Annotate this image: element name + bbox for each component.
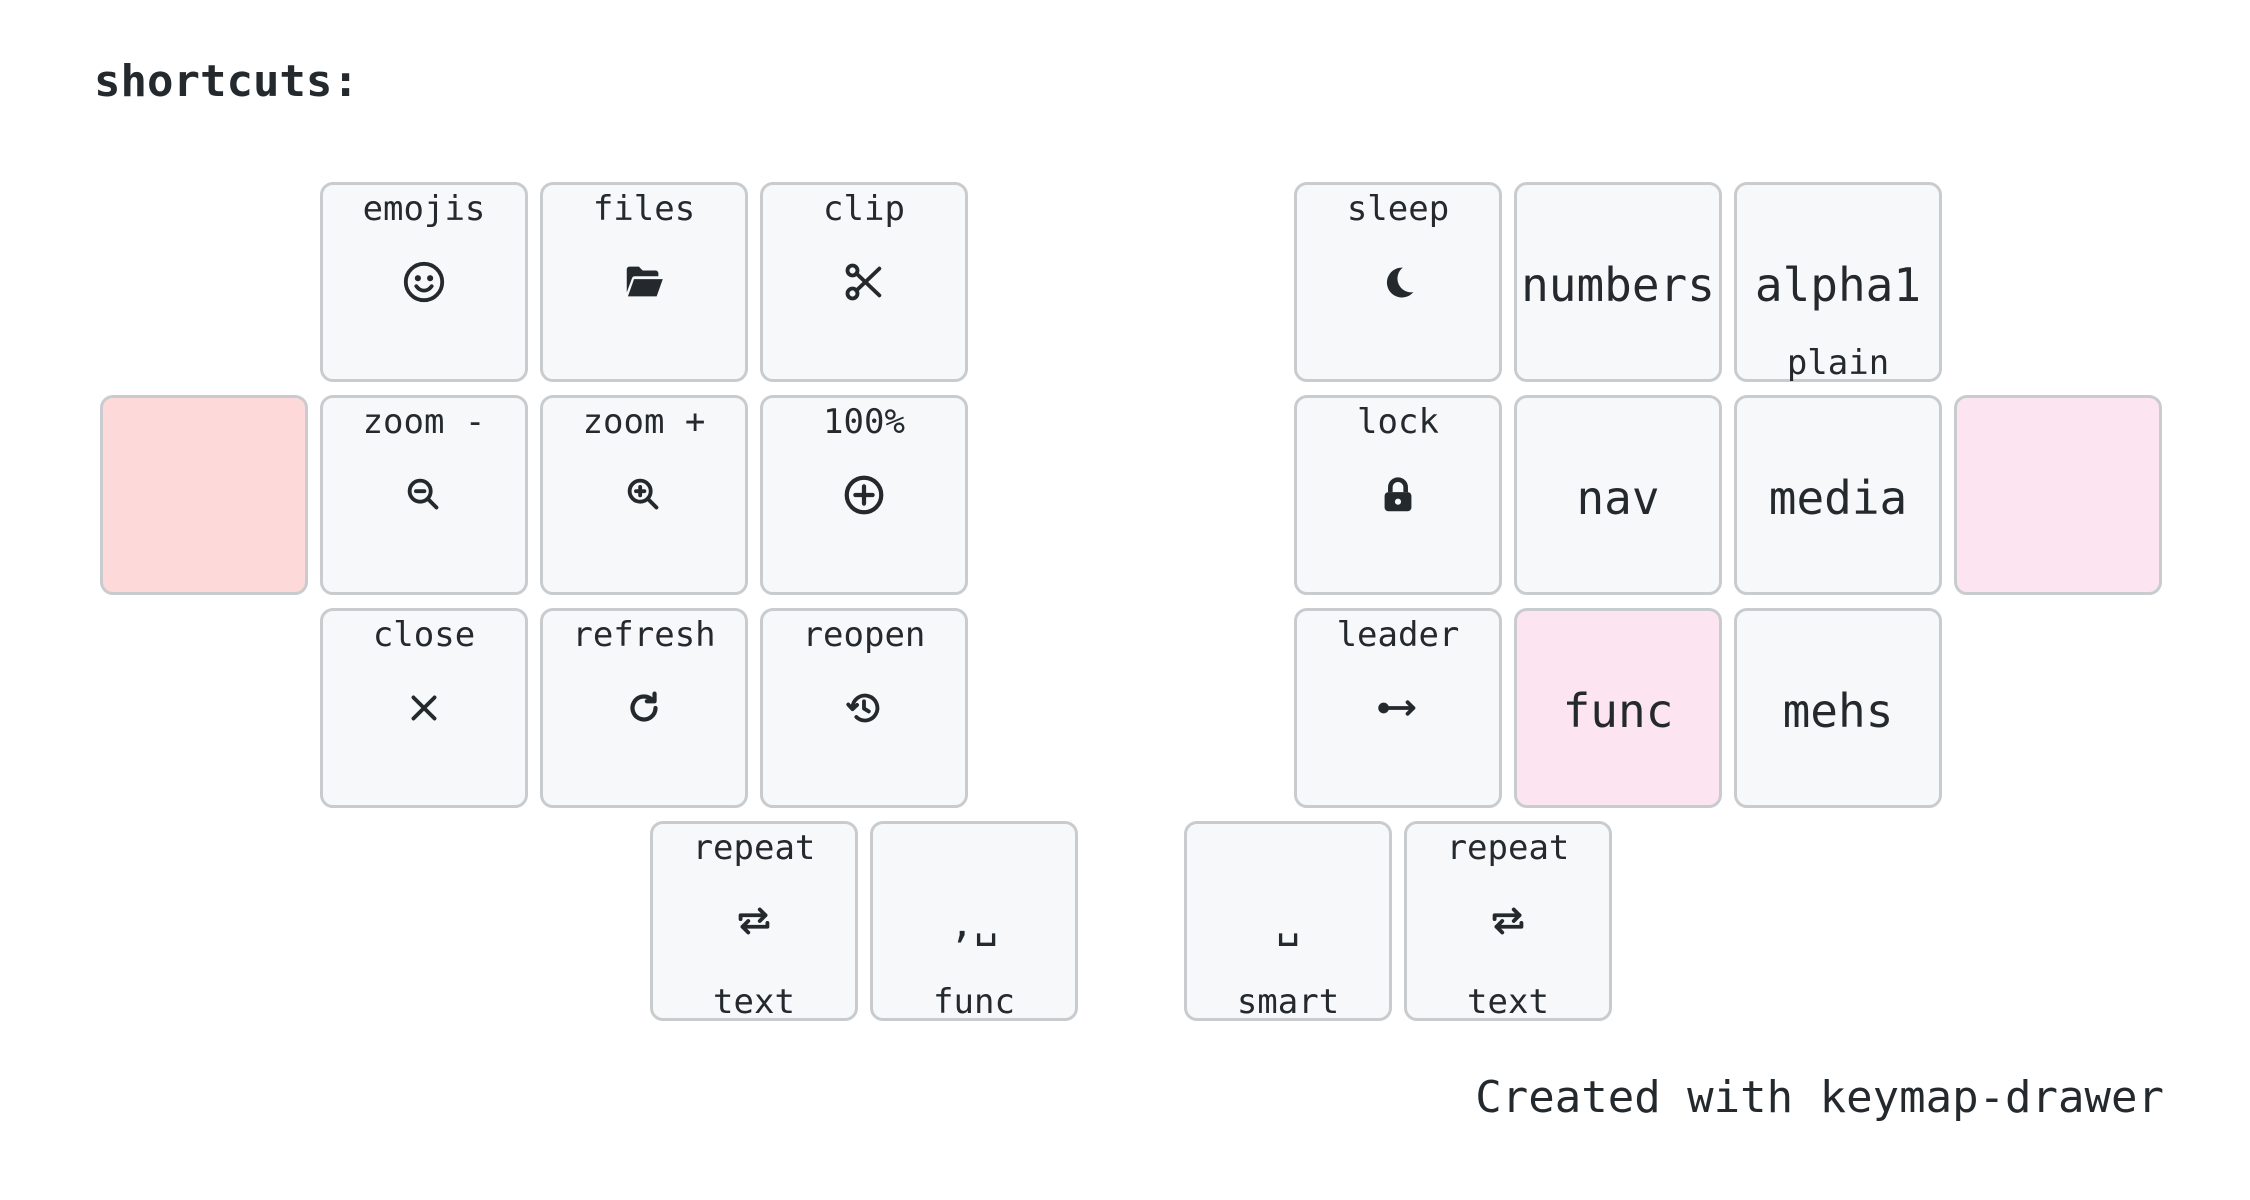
key-label: clip — [823, 189, 905, 229]
history-icon — [841, 685, 887, 731]
layer-title: shortcuts: — [94, 56, 359, 107]
key-repeat-right: repeat text — [1404, 821, 1612, 1022]
folder-open-icon — [621, 259, 667, 305]
key-held-left — [100, 395, 308, 595]
zoom-in-icon — [621, 472, 667, 518]
key-tap-label: alpha1 — [1754, 258, 1922, 312]
circle-plus-icon — [841, 472, 887, 518]
key-held-right — [1954, 395, 2162, 595]
key-zoom-reset: 100% — [760, 395, 968, 595]
key-tap-label: nav — [1576, 471, 1660, 525]
key-alpha1: alpha1 plain — [1734, 182, 1942, 383]
key-label: close — [372, 615, 476, 655]
key-emojis: emojis — [320, 182, 528, 382]
repeat-icon — [1485, 898, 1531, 944]
footer-credit: Created with keymap-drawer — [1475, 1072, 2164, 1123]
key-bottom-label: plain — [1786, 343, 1890, 383]
key-bottom-label: text — [713, 982, 795, 1022]
key-label: zoom - — [362, 402, 486, 442]
key-close: close — [320, 608, 528, 808]
key-label: reopen — [802, 615, 926, 655]
key-tap-label: mehs — [1782, 684, 1894, 738]
key-leader: leader — [1294, 608, 1502, 808]
x-icon — [401, 685, 447, 731]
moon-icon — [1375, 259, 1421, 305]
key-media: media — [1734, 395, 1942, 595]
key-tap-label: ,␣ — [949, 901, 999, 947]
key-label: lock — [1357, 402, 1439, 442]
key-tap-label: func — [1562, 684, 1674, 738]
key-zoom-out: zoom - — [320, 395, 528, 595]
lock-icon — [1375, 472, 1421, 518]
key-label: 100% — [823, 402, 905, 442]
key-nav: nav — [1514, 395, 1722, 595]
key-bottom-label: func — [933, 982, 1015, 1022]
zoom-out-icon — [401, 472, 447, 518]
key-lock: lock — [1294, 395, 1502, 595]
smile-icon — [401, 259, 447, 305]
key-label: zoom + — [582, 402, 706, 442]
key-label: leader — [1336, 615, 1460, 655]
refresh-icon — [621, 685, 667, 731]
key-repeat-left: repeat text — [650, 821, 858, 1022]
key-mehs: mehs — [1734, 608, 1942, 808]
repeat-icon — [731, 898, 777, 944]
key-func-thumb: ,␣ func — [870, 821, 1078, 1022]
key-func: func — [1514, 608, 1722, 808]
key-label: repeat — [1446, 828, 1570, 868]
key-bottom-label: smart — [1236, 982, 1340, 1022]
scissors-icon — [841, 259, 887, 305]
key-zoom-in: zoom + — [540, 395, 748, 595]
leader-arrow-icon — [1375, 685, 1421, 731]
key-refresh: refresh — [540, 608, 748, 808]
key-tap-label: ␣ — [1275, 901, 1301, 947]
key-numbers: numbers — [1514, 182, 1722, 382]
key-tap-label: numbers — [1521, 258, 1715, 312]
key-label: repeat — [692, 828, 816, 868]
key-tap-label: media — [1768, 471, 1908, 525]
key-clip: clip — [760, 182, 968, 382]
key-label: files — [592, 189, 696, 229]
key-smart-space: ␣ smart — [1184, 821, 1392, 1022]
key-sleep: sleep — [1294, 182, 1502, 382]
key-label: emojis — [362, 189, 486, 229]
key-label: sleep — [1346, 189, 1450, 229]
key-files: files — [540, 182, 748, 382]
key-reopen: reopen — [760, 608, 968, 808]
key-label: refresh — [572, 615, 716, 655]
key-bottom-label: text — [1467, 982, 1549, 1022]
